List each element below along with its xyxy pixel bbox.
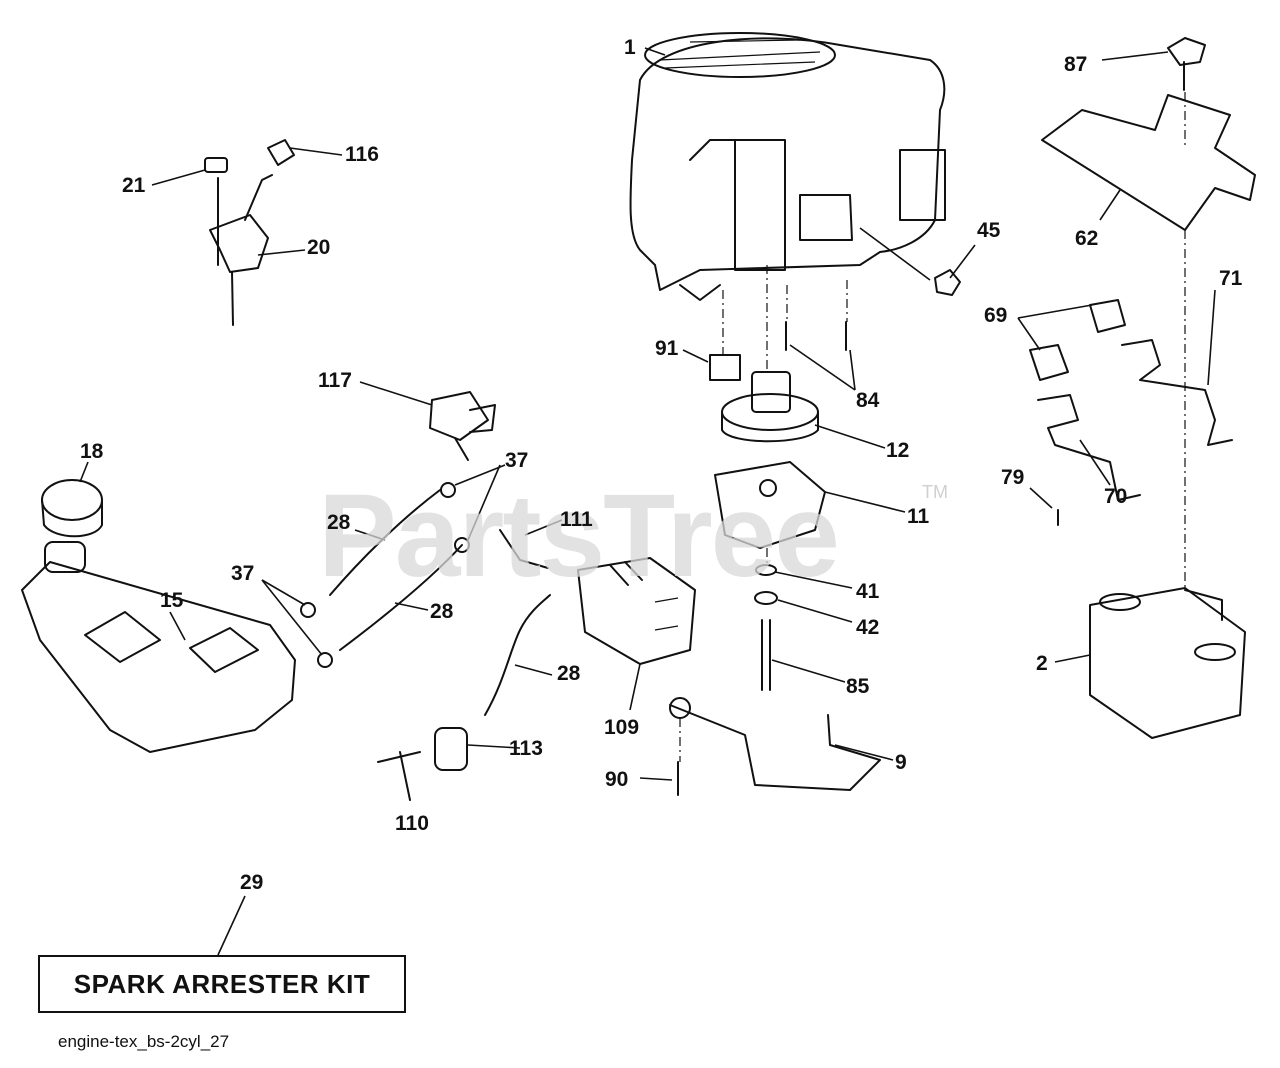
fuel-tank <box>21 479 296 753</box>
callout-62[interactable]: 62 <box>1075 227 1099 250</box>
callout-87[interactable]: 87 <box>1064 53 1088 76</box>
trademark-mark: TM <box>922 482 948 502</box>
callout-37-top[interactable]: 37 <box>505 449 529 472</box>
callout-70[interactable]: 70 <box>1104 485 1128 508</box>
watermark: PartsTree <box>318 470 840 602</box>
rod-and-bolt <box>669 697 881 796</box>
callout-11[interactable]: 11 <box>907 505 930 528</box>
callout-28-middle[interactable]: 28 <box>430 600 454 623</box>
callout-12[interactable]: 12 <box>886 439 910 462</box>
callout-21[interactable]: 21 <box>122 174 146 197</box>
callout-109[interactable]: 109 <box>604 716 640 739</box>
diagram-caption: engine-tex_bs-2cyl_27 <box>58 1032 230 1051</box>
callout-15[interactable]: 15 <box>160 589 184 612</box>
callout-37-left[interactable]: 37 <box>231 562 255 585</box>
callout-79[interactable]: 79 <box>1001 466 1025 489</box>
engine-block <box>629 32 946 301</box>
exhaust-pipes <box>1029 299 1233 526</box>
heat-shield <box>1041 37 1256 231</box>
fuel-fittings <box>377 727 468 801</box>
callout-42[interactable]: 42 <box>856 616 880 639</box>
callout-28-lower[interactable]: 28 <box>557 662 581 685</box>
callout-28-upper[interactable]: 28 <box>327 511 351 534</box>
nut <box>934 269 961 296</box>
callout-117[interactable]: 117 <box>318 369 352 392</box>
callout-84[interactable]: 84 <box>856 389 880 412</box>
callout-2[interactable]: 2 <box>1036 652 1048 675</box>
callout-1[interactable]: 1 <box>624 36 636 59</box>
callout-116[interactable]: 116 <box>345 143 379 166</box>
callout-110[interactable]: 110 <box>395 812 429 835</box>
callout-69[interactable]: 69 <box>984 304 1008 327</box>
callout-9[interactable]: 9 <box>895 751 907 774</box>
callout-111[interactable]: 111 <box>560 508 593 531</box>
callout-41[interactable]: 41 <box>856 580 880 603</box>
callout-113[interactable]: 113 <box>509 737 543 760</box>
callout-20[interactable]: 20 <box>307 236 331 259</box>
callout-29[interactable]: 29 <box>240 871 264 894</box>
fuel-lines <box>300 482 551 716</box>
callout-85[interactable]: 85 <box>846 675 870 698</box>
callout-90[interactable]: 90 <box>605 768 629 791</box>
callout-45[interactable]: 45 <box>977 219 1001 242</box>
callout-18[interactable]: 18 <box>80 440 104 463</box>
throttle-control <box>204 139 295 326</box>
callout-71[interactable]: 71 <box>1219 267 1243 290</box>
callout-91[interactable]: 91 <box>655 337 679 360</box>
spark-arrester-kit-label[interactable]: SPARK ARRESTER KIT <box>38 955 406 1013</box>
air-filter <box>577 557 696 665</box>
muffler <box>1089 587 1246 739</box>
fuel-valve <box>429 391 496 461</box>
pto-clutch-stack <box>709 321 847 691</box>
